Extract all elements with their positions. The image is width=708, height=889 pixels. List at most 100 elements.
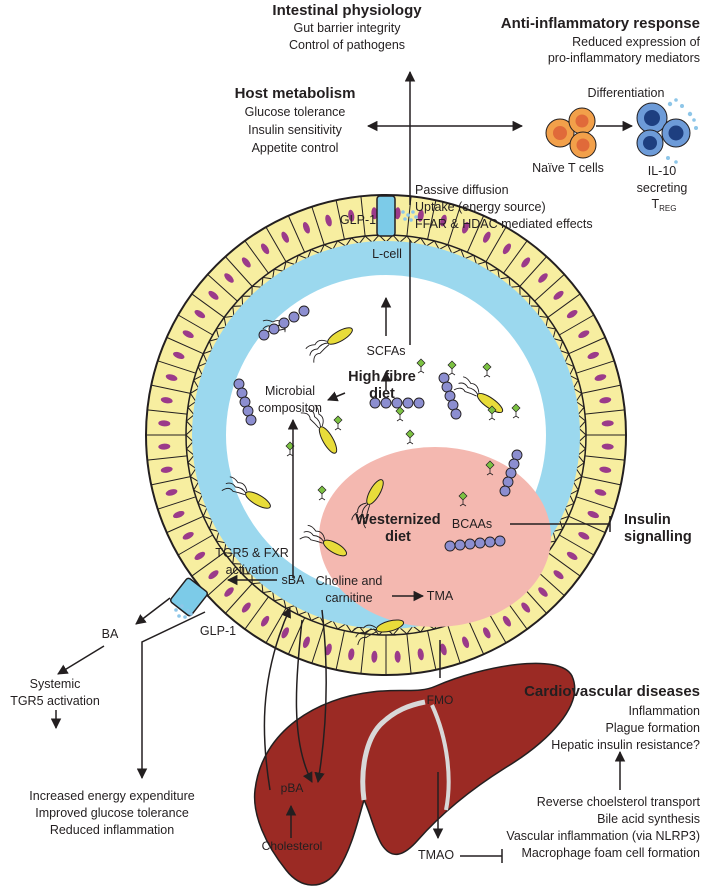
host-metabolism-item-1: Glucose tolerance — [244, 105, 346, 119]
cell-border — [287, 215, 306, 253]
cell-nucleus — [462, 222, 470, 234]
cell-nucleus — [194, 551, 206, 561]
phage — [285, 441, 295, 457]
cell-nucleus — [281, 627, 290, 639]
cell-border — [447, 206, 461, 245]
insulin-signalling-label-1: Insulin — [624, 512, 671, 528]
westernized-diet-label-1: Westernized — [355, 512, 441, 528]
ba-label: BA — [101, 627, 119, 641]
cell-nucleus — [182, 531, 194, 540]
cardio-mechanism-1: Reverse choelsterol transport — [536, 795, 700, 809]
cell-border — [466, 617, 485, 655]
outcome-3: Reduced inflammation — [49, 823, 175, 837]
cell-border — [534, 274, 565, 302]
cell-border — [244, 596, 269, 630]
cell-nucleus — [208, 290, 219, 300]
tgr5-fxr-label-1: TGR5 & FXR — [215, 546, 289, 560]
pba-label: pBA — [280, 781, 304, 795]
host-metabolism-item-3: Appetite control — [251, 141, 339, 155]
cell-nucleus — [281, 231, 290, 243]
cell-nucleus — [224, 273, 234, 283]
scfa-effect-3: FFAR & HDAC mediated effects — [415, 217, 593, 231]
intestinal-wall — [145, 194, 627, 676]
secreting-label: secreting — [636, 181, 688, 195]
cell-nucleus — [394, 207, 401, 220]
cardio-item-1: Inflammation — [628, 704, 700, 718]
cell-border — [584, 409, 625, 415]
cell-nucleus — [566, 551, 578, 561]
microbial-composition-label-1: Microbial — [264, 384, 316, 398]
cell-nucleus — [482, 231, 491, 243]
cell-border — [558, 314, 595, 336]
cell-nucleus — [224, 587, 234, 597]
cell-nucleus — [594, 489, 607, 496]
l-cell-top — [376, 195, 396, 237]
cell-nucleus — [165, 374, 178, 381]
cell-border — [335, 630, 345, 670]
rod-bacterium — [353, 619, 405, 646]
cell-nucleus — [538, 587, 548, 597]
rod-bacterium — [305, 327, 353, 363]
westernized-diet-label-2: diet — [385, 529, 411, 545]
cell-nucleus — [348, 648, 355, 661]
outcome-2: Improved glucose tolerance — [35, 806, 189, 820]
cell-border — [311, 206, 325, 245]
anti-inflammatory-item-2: pro-inflammatory mediators — [547, 51, 700, 65]
microbial-composition-label-2: compositon — [258, 401, 322, 415]
cell-nucleus — [599, 466, 612, 473]
phage — [416, 358, 426, 374]
cell-nucleus — [241, 257, 251, 268]
cell-border — [547, 293, 581, 318]
cell-border — [584, 455, 625, 461]
rod-bacterium — [299, 524, 348, 557]
scfas-label: SCFAs — [366, 344, 406, 358]
cell-border — [151, 384, 191, 394]
cell-nucleus — [587, 511, 599, 519]
cell-border — [244, 240, 269, 274]
cell-nucleus — [578, 330, 590, 339]
phage — [482, 362, 492, 378]
cell-nucleus — [160, 397, 173, 404]
phage — [511, 403, 521, 419]
cell-border — [581, 476, 621, 486]
cell-border — [177, 534, 214, 556]
cell-nucleus — [417, 648, 424, 661]
cardio-item-3: Hepatic insulin resistance? — [551, 738, 700, 752]
phage — [458, 491, 468, 507]
cardio-mechanism-4: Macrophage foam cell formation — [521, 846, 700, 860]
rod-bacterium — [221, 476, 271, 509]
sba-label: sBA — [281, 573, 305, 587]
cell-nucleus — [521, 257, 531, 268]
cell-border — [519, 256, 547, 287]
cell-border — [147, 455, 188, 461]
cell-nucleus — [348, 209, 355, 222]
chain-bacterium — [233, 378, 257, 426]
cell-border — [466, 215, 485, 253]
cell-nucleus — [462, 636, 470, 648]
host-metabolism-title: Host metabolism — [234, 85, 356, 102]
glp1-particles-bottom — [174, 604, 193, 619]
cell-border — [265, 226, 287, 263]
cardio-item-2: Plague formation — [605, 721, 700, 735]
cell-nucleus — [173, 351, 185, 359]
cell-nucleus — [158, 443, 171, 450]
bcaas-label: BCAAs — [451, 517, 493, 531]
pathway-arrows — [50, 70, 634, 863]
cell-border — [147, 409, 188, 415]
cell-border — [207, 568, 238, 596]
choline-label-1: Choline and — [315, 574, 383, 588]
cell-nucleus — [260, 615, 270, 627]
cell-border — [447, 625, 461, 664]
treg-label: TREG — [651, 197, 677, 213]
cell-border — [576, 360, 615, 374]
chain-bacterium — [499, 449, 523, 497]
cell-nucleus — [394, 650, 401, 663]
naive-t-cells-label: Naïve T cells — [532, 161, 604, 175]
cell-nucleus — [482, 627, 491, 639]
cell-border — [157, 360, 196, 374]
cell-nucleus — [601, 420, 614, 427]
rod-bacterium — [351, 479, 384, 529]
cell-border — [207, 274, 238, 302]
cell-border — [157, 496, 196, 510]
scfa-effect-2: Uptake (energy source) — [415, 200, 546, 214]
